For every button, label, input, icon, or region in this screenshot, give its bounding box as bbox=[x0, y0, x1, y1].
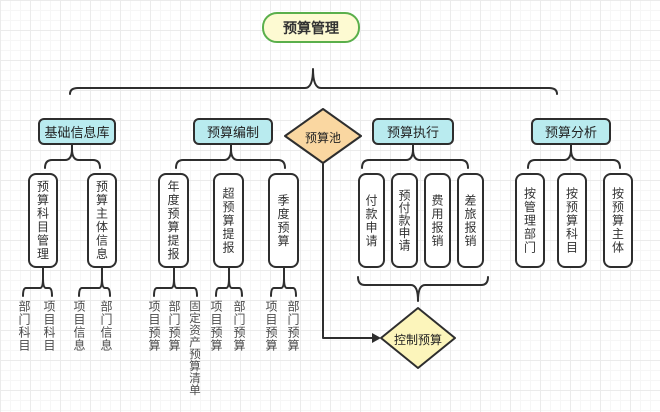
leaf-item[interactable]: 项目信息 bbox=[72, 300, 86, 352]
leaf-item[interactable]: 部门信息 bbox=[99, 300, 113, 352]
arrow-pool-to-control-line bbox=[322, 163, 373, 339]
child-node-payment-request[interactable]: 付款申请 bbox=[358, 173, 385, 268]
leaf-item[interactable]: 部门科目 bbox=[17, 300, 31, 352]
child-node-quarterly-budget[interactable]: 季度预算 bbox=[268, 173, 299, 268]
branch-label: 基础信息库 bbox=[44, 126, 110, 141]
child-node-budget-subject-mgmt[interactable]: 预算科目管理 bbox=[28, 173, 58, 268]
brace-branch-execution bbox=[361, 144, 469, 169]
leaf-item[interactable]: 项目科目 bbox=[42, 300, 56, 352]
child-node-travel-reimbursement[interactable]: 差旅报销 bbox=[457, 173, 484, 268]
brace-branch-compilation bbox=[175, 144, 286, 169]
child-label: 超预算提报 bbox=[221, 186, 235, 255]
child-label: 预算科目管理 bbox=[35, 180, 50, 261]
leaf-item[interactable]: 部门预算 bbox=[286, 300, 300, 352]
leaf-item[interactable]: 项目预算 bbox=[264, 300, 278, 352]
branch-node-compilation[interactable]: 预算编制 bbox=[193, 118, 273, 145]
child-node-by-budget-entity[interactable]: 按预算主体 bbox=[603, 173, 633, 268]
leaf-item[interactable]: 固定资产预算清单 bbox=[188, 300, 202, 396]
brace-leaf-annual bbox=[153, 267, 198, 297]
child-label: 按预算科目 bbox=[564, 186, 579, 255]
child-node-annual-budget-report[interactable]: 年度预算提报 bbox=[158, 173, 189, 268]
brace-leaf-subject-mgmt bbox=[22, 267, 53, 297]
brace-branch-analysis bbox=[527, 144, 621, 169]
child-node-by-mgmt-department[interactable]: 按管理部门 bbox=[515, 173, 545, 268]
child-label: 预付款申请 bbox=[397, 189, 411, 252]
brace-leaf-entity-info bbox=[78, 267, 111, 297]
child-node-budget-entity-info[interactable]: 预算主体信息 bbox=[87, 173, 117, 268]
brace-leaf-overbudget bbox=[215, 267, 243, 297]
control-diamond[interactable] bbox=[380, 307, 456, 369]
brace-root bbox=[69, 68, 558, 95]
branch-label: 预算执行 bbox=[386, 126, 439, 141]
branch-label: 预算编制 bbox=[206, 126, 259, 141]
leaf-item[interactable]: 部门预算 bbox=[232, 300, 246, 352]
root-node-label: 预算管理 bbox=[283, 20, 339, 37]
child-label: 费用报销 bbox=[430, 193, 444, 248]
leaf-item[interactable]: 部门预算 bbox=[167, 300, 181, 352]
brace-branch-basic-info bbox=[44, 144, 101, 169]
branch-node-basic-info[interactable]: 基础信息库 bbox=[38, 118, 116, 145]
leaf-item[interactable]: 项目预算 bbox=[147, 300, 161, 352]
child-label: 按预算主体 bbox=[610, 186, 625, 255]
arrow-pool-to-control-head bbox=[372, 333, 381, 343]
child-label: 季度预算 bbox=[276, 193, 290, 248]
child-node-by-budget-subject[interactable]: 按预算科目 bbox=[557, 173, 587, 268]
branch-label: 预算分析 bbox=[544, 126, 597, 141]
brace-leaf-quarterly bbox=[270, 267, 297, 297]
child-label: 付款申请 bbox=[364, 193, 378, 248]
pool-diamond-label: 预算池 bbox=[304, 131, 341, 145]
child-label: 预算主体信息 bbox=[94, 180, 109, 261]
child-label: 差旅报销 bbox=[463, 193, 477, 248]
branch-node-execution[interactable]: 预算执行 bbox=[372, 118, 454, 145]
control-diamond-label: 控制预算 bbox=[393, 333, 442, 347]
brace-execution-to-control bbox=[357, 276, 489, 302]
branch-node-analysis[interactable]: 预算分析 bbox=[531, 118, 611, 145]
root-node-budget-management[interactable]: 预算管理 bbox=[262, 12, 360, 43]
child-label: 年度预算提报 bbox=[166, 180, 180, 261]
child-label: 按管理部门 bbox=[522, 186, 537, 255]
leaf-item[interactable]: 项目预算 bbox=[209, 300, 223, 352]
pool-diamond[interactable] bbox=[284, 108, 362, 164]
child-node-overbudget-report[interactable]: 超预算提报 bbox=[213, 173, 244, 268]
child-node-prepayment-request[interactable]: 预付款申请 bbox=[391, 173, 418, 268]
child-node-expense-reimbursement[interactable]: 费用报销 bbox=[424, 173, 451, 268]
